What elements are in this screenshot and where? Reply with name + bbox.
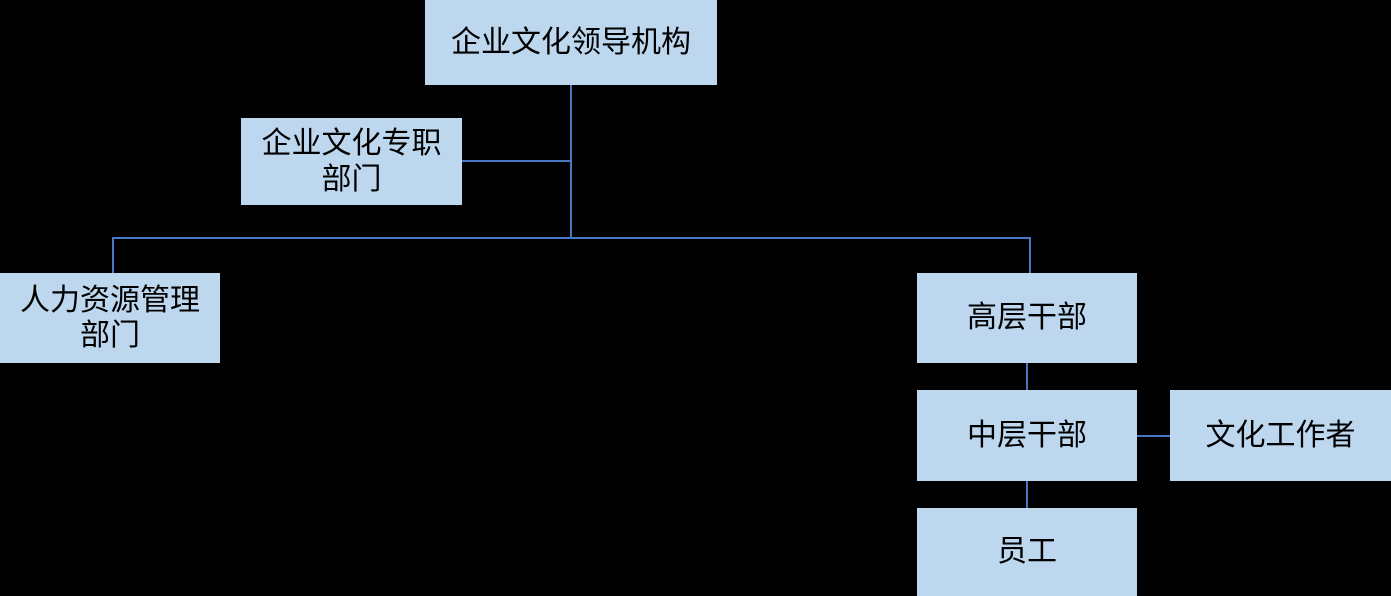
node-senior-cadre[interactable]: 高层干部 bbox=[917, 273, 1137, 363]
node-culture-department[interactable]: 企业文化专职 部门 bbox=[241, 118, 462, 205]
connector-hr-drop bbox=[112, 237, 114, 273]
node-hr-department[interactable]: 人力资源管理 部门 bbox=[0, 273, 220, 363]
connector-senior-to-middle bbox=[1026, 363, 1028, 390]
connector-culture-department-link bbox=[462, 160, 572, 162]
connector-branch-bus bbox=[112, 237, 1031, 239]
connector-middle-to-staff bbox=[1026, 481, 1028, 508]
node-staff[interactable]: 员工 bbox=[917, 508, 1137, 596]
connector-middle-to-worker bbox=[1137, 435, 1170, 437]
node-leadership[interactable]: 企业文化领导机构 bbox=[425, 0, 717, 85]
node-culture-worker[interactable]: 文化工作者 bbox=[1170, 390, 1391, 481]
connector-senior-drop bbox=[1029, 237, 1031, 273]
node-middle-cadre[interactable]: 中层干部 bbox=[917, 390, 1137, 481]
